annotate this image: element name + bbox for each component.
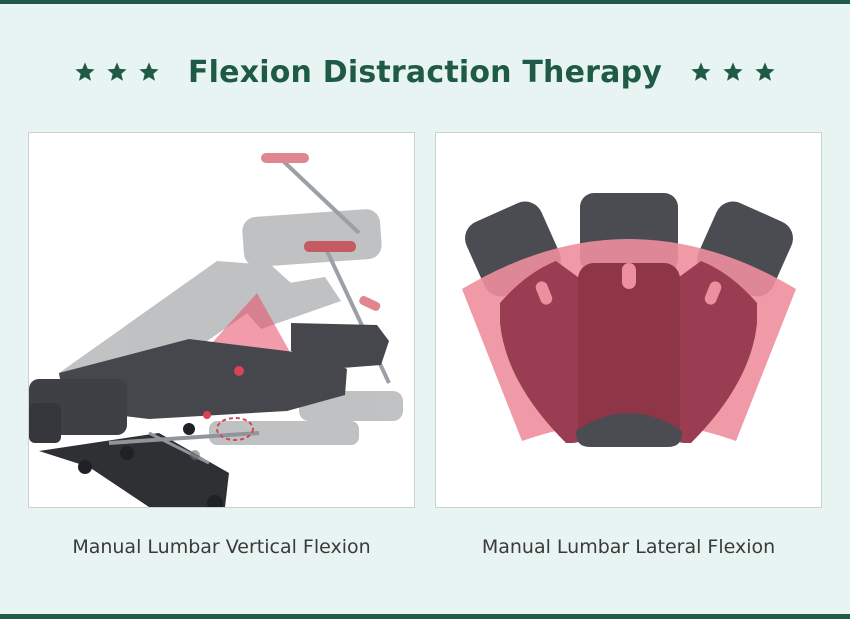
lateral-flexion-panel (435, 132, 822, 508)
star-icon (75, 62, 95, 81)
ghost-knob (190, 450, 200, 460)
left-stars (74, 61, 160, 83)
pivot-knob (183, 423, 195, 435)
center-body-cushion (578, 263, 680, 447)
lower-handle-grip (304, 241, 356, 252)
page-title: Flexion Distraction Therapy (187, 54, 663, 90)
lateral-flexion-caption: Manual Lumbar Lateral Flexion (481, 536, 776, 558)
upper-handle-rod (279, 157, 361, 235)
adjust-knob-red (203, 411, 211, 419)
rotation-indicator (216, 417, 254, 441)
cushion-notch (622, 263, 636, 289)
thoracic-cushion (59, 339, 347, 419)
header: Flexion Distraction Therapy (0, 50, 850, 94)
lower-cushion-edge (576, 413, 682, 447)
left-body-cushion (500, 261, 586, 443)
star-icon (139, 62, 159, 81)
right-body-cushion (671, 261, 757, 443)
right-stars (690, 61, 776, 83)
lateral-flexion-illustration (462, 193, 796, 447)
vertical-flexion-caption: Manual Lumbar Vertical Flexion (72, 536, 371, 558)
cushion-notch (535, 281, 553, 305)
pivot-knob (78, 460, 92, 474)
top-accent-bar (0, 0, 850, 4)
pivot-knob (120, 446, 134, 460)
upper-handle-grip (261, 153, 309, 163)
star-icon (723, 62, 743, 81)
vertical-flexion-panel (28, 132, 415, 508)
pelvic-cushion (29, 403, 61, 443)
adjust-knob-red (234, 366, 244, 376)
bottom-accent-bar (0, 614, 850, 619)
vertical-flexion-illustration (29, 153, 403, 507)
mechanism-bar (108, 431, 260, 445)
side-handle-grip (359, 296, 381, 311)
star-icon (107, 62, 127, 81)
cushion-notch (704, 281, 722, 305)
star-icon (755, 62, 775, 81)
star-icon (691, 62, 711, 81)
table-frame (39, 433, 229, 507)
foot-knob (207, 495, 223, 507)
